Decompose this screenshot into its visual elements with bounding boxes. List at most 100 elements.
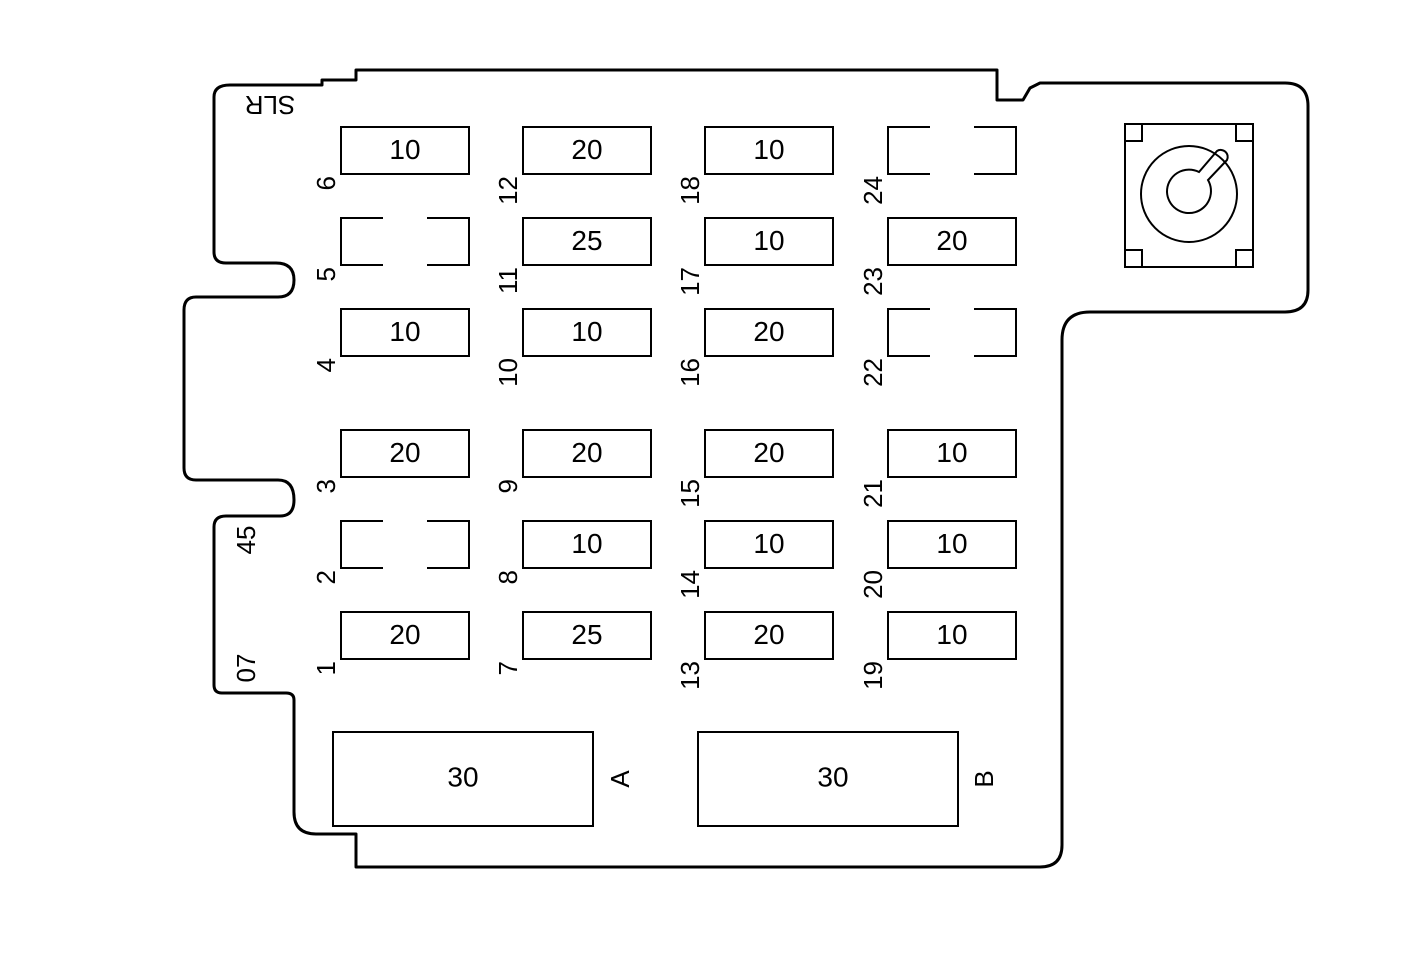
fuse-11-number: 11 — [493, 267, 523, 294]
fuse-21-number: 21 — [858, 479, 888, 508]
fuse-8-box — [522, 520, 652, 569]
fuse-1-number: 1 — [311, 661, 341, 675]
fuse-5-number: 5 — [311, 267, 341, 281]
fuse-18-box — [704, 126, 834, 175]
fuse-18-rating: 10 — [753, 134, 784, 165]
fuse-17[interactable]: 10 17 — [675, 217, 834, 296]
fuse-10-box — [522, 308, 652, 357]
fuse-11-rating: 25 — [571, 225, 602, 256]
fuse-panel-outline — [182, 68, 1310, 869]
fuse-2-number: 2 — [311, 570, 341, 584]
fuse-13-box — [704, 611, 834, 660]
fuse-3-box — [340, 429, 470, 478]
fuse-11[interactable]: 25 11 — [493, 217, 652, 294]
fuse-20-number: 20 — [858, 570, 888, 599]
fuse-11-box — [522, 217, 652, 266]
fuse-21[interactable]: 10 21 — [858, 429, 1017, 508]
fuse-16-box — [704, 308, 834, 357]
fuse-16-rating: 20 — [753, 316, 784, 347]
fuse-5[interactable]: 5 — [311, 217, 470, 281]
panel-marking-07: 07 — [231, 654, 261, 683]
fuse-4[interactable]: 104 — [311, 308, 470, 372]
maxi-fuse-b-rating: 30 — [817, 761, 848, 792]
fuse-7-number: 7 — [493, 661, 523, 675]
panel-marking-45: 45 — [231, 526, 261, 555]
fuse-14-rating: 10 — [753, 528, 784, 559]
fuse-3-number: 3 — [311, 479, 341, 493]
fuse-22[interactable]: 22 — [858, 308, 1017, 387]
fuse-5-empty-slot — [340, 217, 470, 266]
fuse-19[interactable]: 10 19 — [858, 611, 1017, 690]
panel-marking-slr: SLR — [245, 90, 296, 120]
fuse-7[interactable]: 25 7 — [493, 611, 652, 675]
fuse-17-box — [704, 217, 834, 266]
fuse-12-number: 12 — [493, 176, 523, 205]
maxi-fuse-b[interactable]: 30 B — [697, 731, 999, 827]
fuse-13-number: 13 — [675, 661, 705, 690]
fuse-24-number: 24 — [858, 176, 888, 205]
fuse-24-empty-slot — [887, 126, 1017, 175]
fuse-14-number: 14 — [675, 570, 705, 599]
maxi-fuse-a-label: A — [605, 770, 635, 788]
fuse-12-box — [522, 126, 652, 175]
fuse-18[interactable]: 10 18 — [675, 126, 834, 205]
fuse-7-rating: 25 — [571, 619, 602, 650]
fuse-1[interactable]: 20 1 — [311, 611, 470, 675]
fuse-20-rating: 10 — [936, 528, 967, 559]
fuse-22-number: 22 — [858, 358, 888, 387]
fuse-8[interactable]: 10 8 — [493, 520, 652, 584]
fuse-21-rating: 10 — [936, 437, 967, 468]
fuse-8-rating: 10 — [571, 528, 602, 559]
fuse-12-rating: 20 — [571, 134, 602, 165]
maxi-fuse-a[interactable]: 30 A — [332, 731, 635, 827]
fuse-13-rating: 20 — [753, 619, 784, 650]
fuse-14-box — [704, 520, 834, 569]
fuse-15-number: 15 — [675, 479, 705, 508]
fuse-23-number: 23 — [858, 267, 888, 296]
fuse-3-rating: 20 — [389, 437, 420, 468]
fuse-19-rating: 10 — [936, 619, 967, 650]
fuse-20-box — [887, 520, 1017, 569]
fuse-9[interactable]: 209 — [493, 429, 652, 493]
fuse-23-box — [887, 217, 1017, 266]
fuse-6-number: 6 — [311, 176, 341, 190]
fuse-3[interactable]: 20 3 — [311, 429, 470, 493]
fuse-19-number: 19 — [858, 661, 888, 690]
maxi-fuse-a-rating: 30 — [447, 761, 478, 792]
fuse-1-box — [340, 611, 470, 660]
fuse-4-rating: 10 — [389, 316, 420, 347]
fuse-9-box — [522, 429, 652, 478]
fuse-14[interactable]: 10 14 — [675, 520, 834, 599]
fuse-19-box — [887, 611, 1017, 660]
fuse-17-number: 17 — [675, 267, 705, 296]
fuse-15-box — [704, 429, 834, 478]
fuse-6[interactable]: 10 6 — [311, 126, 470, 190]
fuse-6-box — [340, 126, 470, 175]
maxi-fuse-b-label: B — [969, 770, 999, 787]
fuse-24[interactable]: 24 — [858, 126, 1017, 205]
fuse-23-rating: 20 — [936, 225, 967, 256]
fuse-10-rating: 10 — [571, 316, 602, 347]
fuse-16-number: 16 — [675, 358, 705, 387]
fuse-2-empty-slot — [340, 520, 470, 569]
fuse-20[interactable]: 10 20 — [858, 520, 1017, 599]
fuse-22-empty-slot — [887, 308, 1017, 357]
fuse-1-rating: 20 — [389, 619, 420, 650]
fuse-9-number: 9 — [493, 479, 523, 493]
fuse-21-box — [887, 429, 1017, 478]
fuse-17-rating: 10 — [753, 225, 784, 256]
fuse-7-box — [522, 611, 652, 660]
fuse-2[interactable]: 2 — [311, 520, 470, 584]
fuse-4-box — [340, 308, 470, 357]
fuse-6-rating: 10 — [389, 134, 420, 165]
maxi-fuse-group: 30 A 30 B — [332, 731, 999, 827]
fuse-8-number: 8 — [493, 570, 523, 584]
fuse-18-number: 18 — [675, 176, 705, 205]
